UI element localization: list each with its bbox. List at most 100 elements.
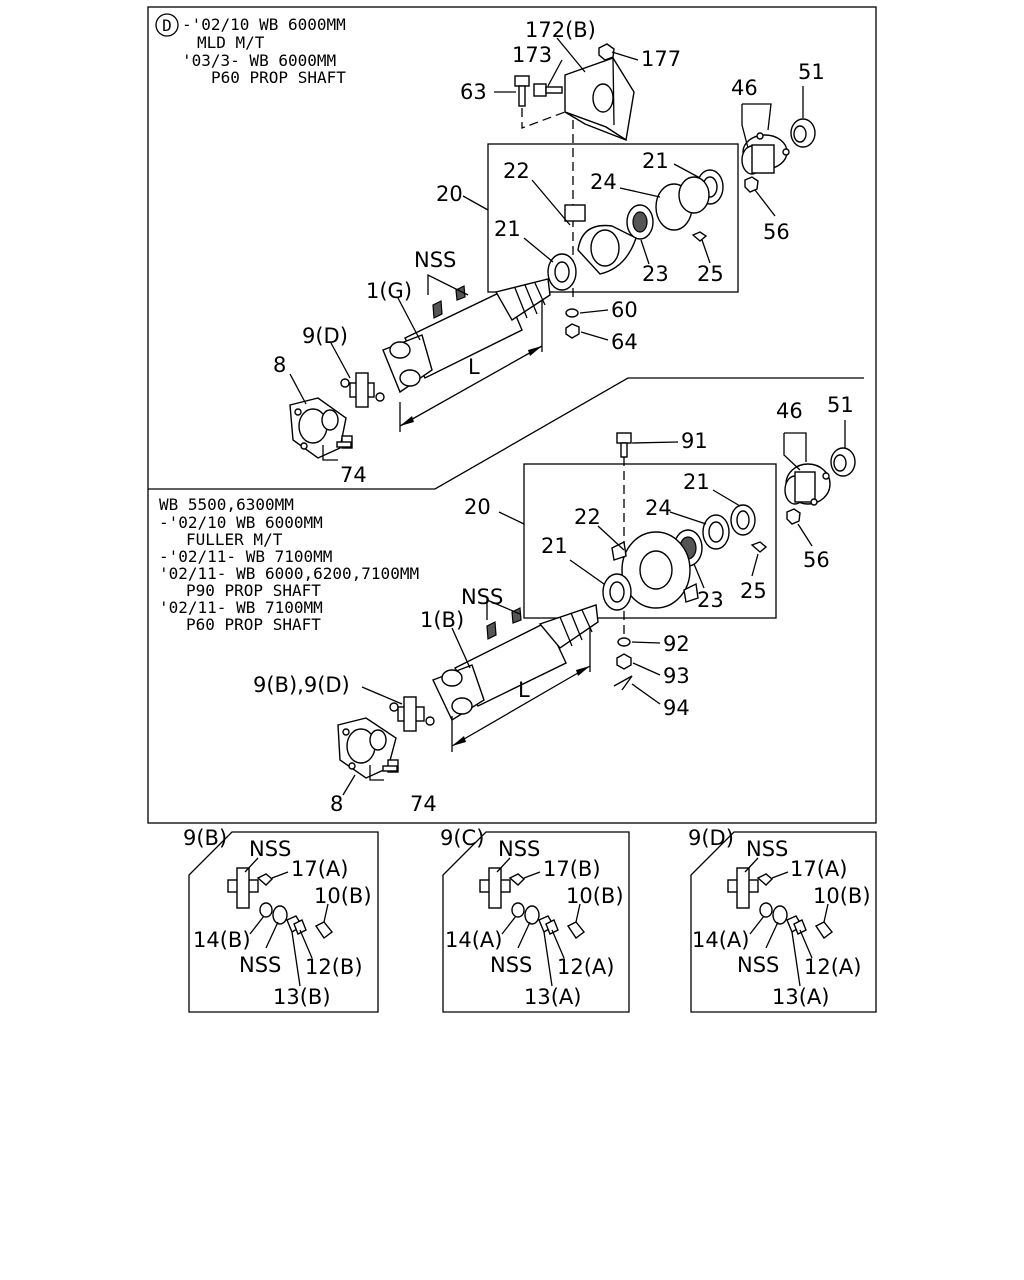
label-nss: NSS [414, 248, 456, 272]
upper-note-2: MLD M/T [197, 33, 265, 52]
label-nss-lower: NSS [461, 585, 503, 609]
label-21-right-lower: 21 [683, 470, 710, 494]
spider-cross-9b [227, 867, 259, 909]
plate-12-9d [793, 919, 807, 935]
nut-93 [616, 653, 632, 670]
label-1b: 1(B) [420, 608, 464, 632]
lower-note-4: -'02/11- WB 7100MM [159, 547, 332, 566]
label-9d: 9(D) [302, 324, 348, 348]
lower-note-7: '02/11- WB 7100MM [159, 598, 323, 617]
detail-nss-top-9c: NSS [498, 837, 540, 861]
label-56: 56 [763, 220, 790, 244]
length-dimension-line-lower [451, 665, 591, 747]
lower-assembly: WB 5500,6300MM -'02/10 WB 6000MM FULLER … [159, 393, 856, 816]
nss-weight-b-lower [511, 607, 522, 624]
label-46: 46 [731, 76, 758, 100]
lower-note-8: P60 PROP SHAFT [186, 615, 321, 634]
detail-13-9b: 13(B) [273, 985, 331, 1009]
label-22: 22 [503, 159, 530, 183]
label-91: 91 [681, 429, 708, 453]
upper-note-1: -'02/10 WB 6000MM [182, 15, 346, 34]
detail-13-9d: 13(A) [772, 985, 829, 1009]
universal-joint-9b-9d [389, 696, 435, 732]
label-8: 8 [273, 353, 286, 377]
label-25-lower: 25 [740, 579, 767, 603]
label-63: 63 [460, 80, 487, 104]
detail-nss-bottom-9c: NSS [490, 953, 532, 977]
label-length: L [468, 355, 480, 379]
plate-12-9b [293, 919, 307, 935]
detail-title-9c: 9(C) [440, 826, 484, 850]
companion-flange-46 [741, 132, 790, 175]
detail-nss-top-9d: NSS [746, 837, 788, 861]
grease-nipple-25 [691, 231, 708, 242]
center-bearing-box-lower [523, 463, 777, 619]
bolt-74-leader [322, 445, 338, 461]
flange-yoke-8 [289, 397, 347, 459]
seal-21-left [547, 253, 577, 291]
label-21-right: 21 [642, 149, 669, 173]
nss-leader [427, 273, 469, 296]
label-51-lower: 51 [827, 393, 854, 417]
label-21-left: 21 [494, 217, 521, 241]
label-92: 92 [663, 632, 690, 656]
bolt-74-leader-lower [369, 765, 384, 781]
upper-note-3: '03/3- WB 6000MM [182, 51, 336, 70]
propeller-shaft-1b [432, 604, 599, 722]
bolt-91 [616, 432, 632, 458]
detail-panel-9b: 9(B) NSS 17(A) 10(B) 14(B) NSS 12(B) 13(… [183, 826, 379, 1013]
cover-24 [655, 176, 710, 231]
label-93: 93 [663, 664, 690, 688]
washer-60 [565, 308, 579, 318]
detail-10-9c: 10(B) [566, 884, 624, 908]
bracket-172b [564, 57, 635, 142]
center-bearing-box [487, 143, 739, 293]
label-20: 20 [436, 182, 463, 206]
grease-nipple-25-lower [750, 541, 768, 553]
bolt-74-lower [382, 759, 399, 773]
lower-note-1: WB 5500,6300MM [159, 495, 294, 514]
label-1g: 1(G) [366, 279, 412, 303]
lower-note-3: FULLER M/T [186, 530, 283, 549]
lower-note-5: '02/11- WB 6000,6200,7100MM [159, 564, 419, 583]
bolt-173 [533, 83, 563, 97]
bearing-cup-9d [772, 905, 788, 925]
cushion-22-lower [611, 531, 699, 609]
propeller-shaft-1g [382, 278, 551, 394]
label-74: 74 [340, 463, 367, 487]
label-21-left-lower: 21 [541, 534, 568, 558]
label-177: 177 [641, 47, 681, 71]
detail-17-9c: 17(B) [543, 857, 601, 881]
label-22-lower: 22 [574, 505, 601, 529]
seal-21-left-lower [602, 573, 632, 611]
label-24: 24 [590, 170, 617, 194]
detail-frame-9b [188, 831, 379, 1013]
label-24-lower: 24 [645, 496, 672, 520]
spider-cross-9c [479, 867, 511, 909]
bolt-10-9b [314, 921, 333, 940]
nut-56-lower [786, 508, 801, 525]
bolt-63-leader [521, 108, 566, 129]
label-94: 94 [663, 696, 690, 720]
seal-14-9d [759, 902, 773, 918]
detail-frame-9c [442, 831, 630, 1013]
plate-12-9c [545, 919, 559, 935]
upper-note-4: P60 PROP SHAFT [211, 68, 346, 87]
label-172b: 172(B) [525, 18, 596, 42]
companion-flange-46-lower [784, 463, 831, 506]
nss-leader-lower [486, 599, 521, 620]
seal-21-right-lower [730, 504, 756, 536]
washer-92 [617, 637, 631, 647]
nut-64 [565, 323, 580, 339]
label-23: 23 [642, 262, 669, 286]
nut-51 [790, 118, 816, 148]
detail-17-9d: 17(A) [790, 857, 847, 881]
upper-assembly: D -'02/10 WB 6000MM MLD M/T '03/3- WB 60… [155, 13, 825, 487]
bearing-23 [626, 204, 654, 240]
label-51: 51 [798, 60, 825, 84]
bearing-cup-9b [272, 905, 288, 925]
detail-title-9d: 9(D) [688, 826, 734, 850]
detail-nss-bottom-9d: NSS [737, 953, 779, 977]
detail-13-9c: 13(A) [524, 985, 581, 1009]
